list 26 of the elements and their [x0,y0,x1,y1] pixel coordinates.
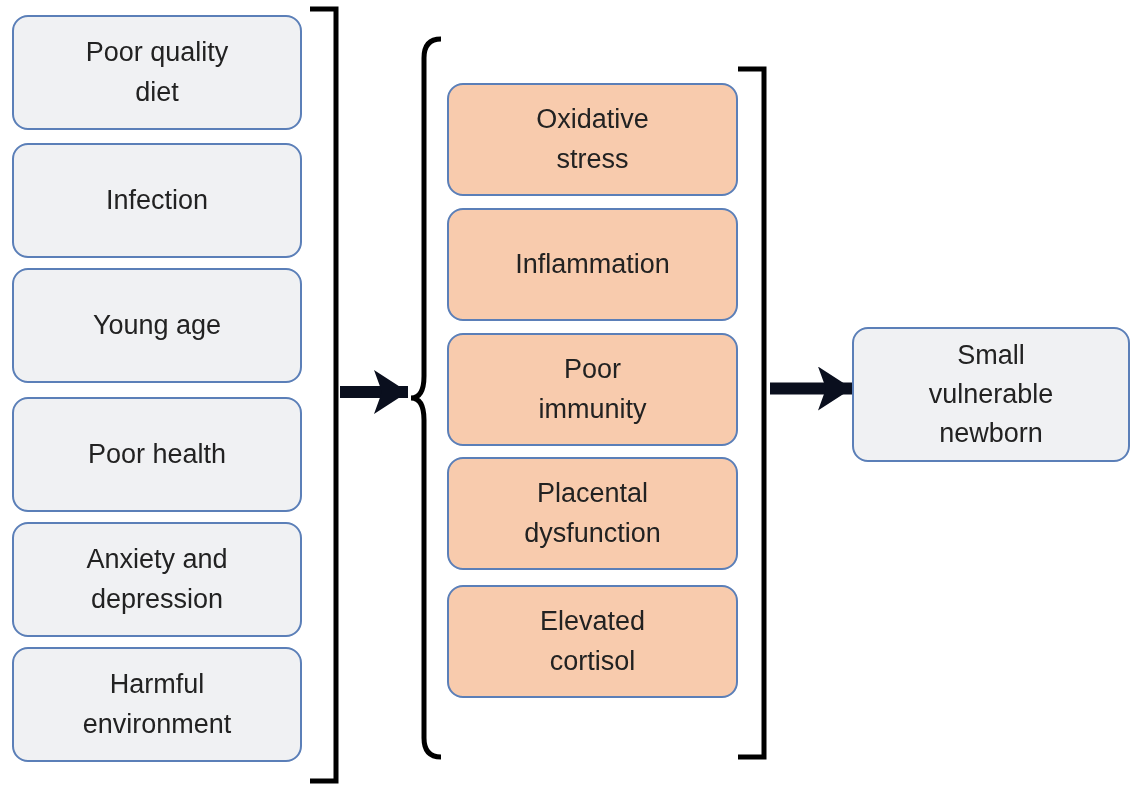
box-label: Poor quality diet [84,36,230,109]
box-label: Oxidative stress [535,103,650,176]
factor-box [12,268,302,383]
box-label: Young age [92,308,222,342]
factor-box [447,585,738,698]
factor-box [12,647,302,762]
box-label: Poor health [87,437,227,471]
box-label: Poor immunity [537,353,648,426]
factor-box [447,333,738,446]
factor-box [12,522,302,637]
box-label: Inflammation [515,247,670,281]
factor-box [12,397,302,512]
box-label: Anxiety and depression [85,543,229,616]
box-label: Harmful environment [81,668,233,741]
box-label: Infection [105,183,209,217]
box-label: Small vulnerable newborn [927,338,1055,451]
factor-box [12,15,302,130]
factor-box [447,83,738,196]
box-label: Placental dysfunction [523,477,662,550]
factor-box [447,457,738,570]
factor-box [12,143,302,258]
factor-box [447,208,738,321]
box-label: Elevated cortisol [538,605,647,678]
arrow [340,370,408,414]
arrow [770,366,852,411]
factor-box [852,327,1130,462]
